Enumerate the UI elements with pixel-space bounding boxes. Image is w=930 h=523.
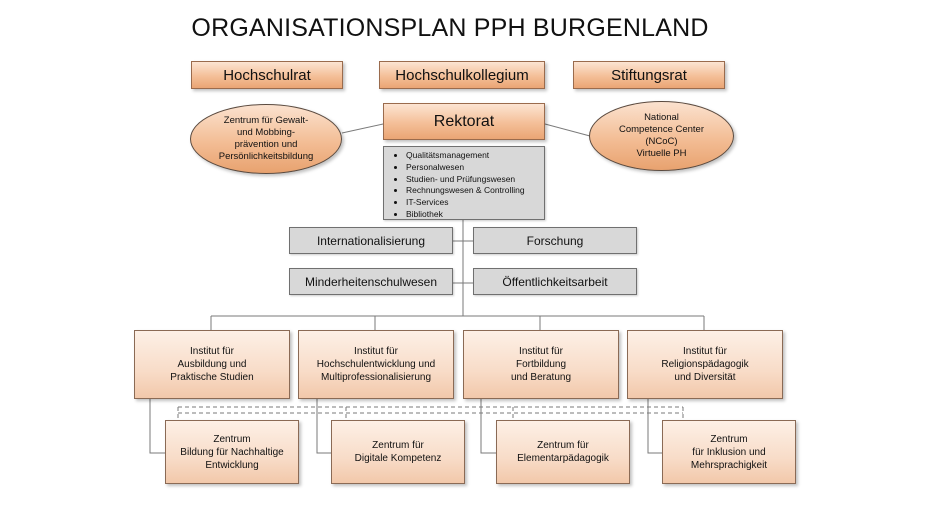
institut-3-line-1: Institut für	[519, 346, 563, 357]
service-item: Qualitätsmanagement	[406, 150, 540, 162]
institut-4-line-3: und Diversität	[674, 372, 736, 383]
zentrum-1-line-2: Bildung für Nachhaltige	[180, 446, 284, 458]
institut-religionspaedagogik-box: Institut für Religionspädagogik und Dive…	[627, 330, 783, 399]
zentrum-elementarpaedagogik-box: Zentrum für Elementarpädagogik	[496, 420, 630, 484]
hochschulrat-label: Hochschulrat	[223, 66, 311, 84]
institut-2-line-2: Hochschulentwicklung und	[316, 359, 436, 370]
rektorat-services-box: Qualitätsmanagement Personalwesen Studie…	[383, 146, 545, 220]
service-item: Studien- und Prüfungswesen	[406, 174, 540, 186]
ellipse-right-line-4: Virtuelle PH	[636, 148, 687, 159]
institut-fortbildung-box: Institut für Fortbildung und Beratung	[463, 330, 619, 399]
services-list: Qualitätsmanagement Personalwesen Studie…	[392, 150, 540, 221]
zentrum-nachhaltige-entwicklung-box: Zentrum Bildung für Nachhaltige Entwickl…	[165, 420, 299, 484]
connector-centre-4	[647, 399, 662, 454]
oeffentlichkeitsarbeit-box: Öffentlichkeitsarbeit	[473, 268, 637, 295]
ellipse-right-line-2: Competence Center	[618, 124, 705, 135]
minderheitenschulwesen-label: Minderheitenschulwesen	[304, 274, 438, 289]
institut-1-line-2: Ausbildung und	[177, 359, 247, 370]
ellipse-left-line-3: prävention und	[234, 139, 298, 150]
institut-1-line-3: Praktische Studien	[170, 372, 254, 383]
zentrum-4-line-2: für Inklusion und	[692, 446, 766, 458]
zentrum-inklusion-box: Zentrum für Inklusion und Mehrsprachigke…	[662, 420, 796, 484]
institut-4-line-2: Religionspädagogik	[661, 359, 749, 370]
rektorat-label: Rektorat	[433, 112, 495, 130]
gewaltpraevention-ellipse: Zentrum für Gewalt- und Mobbing- prävent…	[190, 104, 342, 174]
institut-4-line-1: Institut für	[683, 346, 727, 357]
hochschulrat-box: Hochschulrat	[191, 61, 343, 89]
oeffentlichkeitsarbeit-label: Öffentlichkeitsarbeit	[502, 274, 608, 289]
connector-right-ellipse	[544, 123, 591, 137]
forschung-box: Forschung	[473, 227, 637, 254]
connector-centre-2	[316, 399, 331, 454]
forschung-label: Forschung	[526, 233, 584, 248]
zentrum-3-line-1: Zentrum für	[537, 440, 589, 451]
service-item: IT-Services	[406, 197, 540, 209]
rektorat-box: Rektorat	[383, 103, 545, 140]
institut-3-line-2: Fortbildung	[515, 359, 567, 370]
hochschulkollegium-label: Hochschulkollegium	[395, 66, 529, 84]
service-item: Rechnungswesen & Controlling	[406, 185, 540, 197]
connector-centre-3	[480, 399, 496, 454]
stiftungsrat-box: Stiftungsrat	[573, 61, 725, 89]
ellipse-left-line-4: Persönlichkeitsbildung	[218, 151, 314, 162]
service-item: Bibliothek	[406, 209, 540, 221]
ellipse-right-line-1: National	[644, 112, 679, 123]
zentrum-3-line-2: Elementarpädagogik	[517, 453, 609, 464]
ellipse-left-line-1: Zentrum für Gewalt-	[223, 115, 309, 126]
zentrum-2-line-2: Digitale Kompetenz	[354, 453, 442, 464]
institut-3-line-3: und Beratung	[510, 372, 572, 383]
ncoc-ellipse: National Competence Center (NCoC) Virtue…	[589, 101, 734, 171]
connector-left-ellipse	[341, 123, 384, 134]
institut-2-line-3: Multiprofessionalisierung	[320, 372, 432, 383]
internationalisierung-box: Internationalisierung	[289, 227, 453, 254]
ellipse-left-line-2: und Mobbing-	[236, 127, 296, 138]
service-item: Personalwesen	[406, 162, 540, 174]
institut-1-line-1: Institut für	[190, 346, 234, 357]
internationalisierung-label: Internationalisierung	[316, 233, 426, 248]
minderheitenschulwesen-box: Minderheitenschulwesen	[289, 268, 453, 295]
institut-ausbildung-box: Institut für Ausbildung und Praktische S…	[134, 330, 290, 399]
zentrum-1-line-1: Zentrum	[213, 433, 251, 445]
hochschulkollegium-box: Hochschulkollegium	[379, 61, 545, 89]
zentrum-2-line-1: Zentrum für	[372, 440, 424, 451]
institut-hochschulentwicklung-box: Institut für Hochschulentwicklung und Mu…	[298, 330, 454, 399]
institut-2-line-1: Institut für	[354, 346, 398, 357]
ellipse-right-line-3: (NCoC)	[645, 136, 678, 147]
stiftungsrat-label: Stiftungsrat	[611, 66, 687, 84]
zentrum-4-line-3: Mehrsprachigkeit	[690, 459, 768, 471]
connector-centre-1	[149, 399, 165, 454]
zentrum-4-line-1: Zentrum	[710, 433, 748, 445]
zentrum-digitale-kompetenz-box: Zentrum für Digitale Kompetenz	[331, 420, 465, 484]
zentrum-1-line-3: Entwicklung	[205, 459, 259, 471]
page-title: ORGANISATIONSPLAN PPH BURGENLAND	[191, 14, 709, 42]
